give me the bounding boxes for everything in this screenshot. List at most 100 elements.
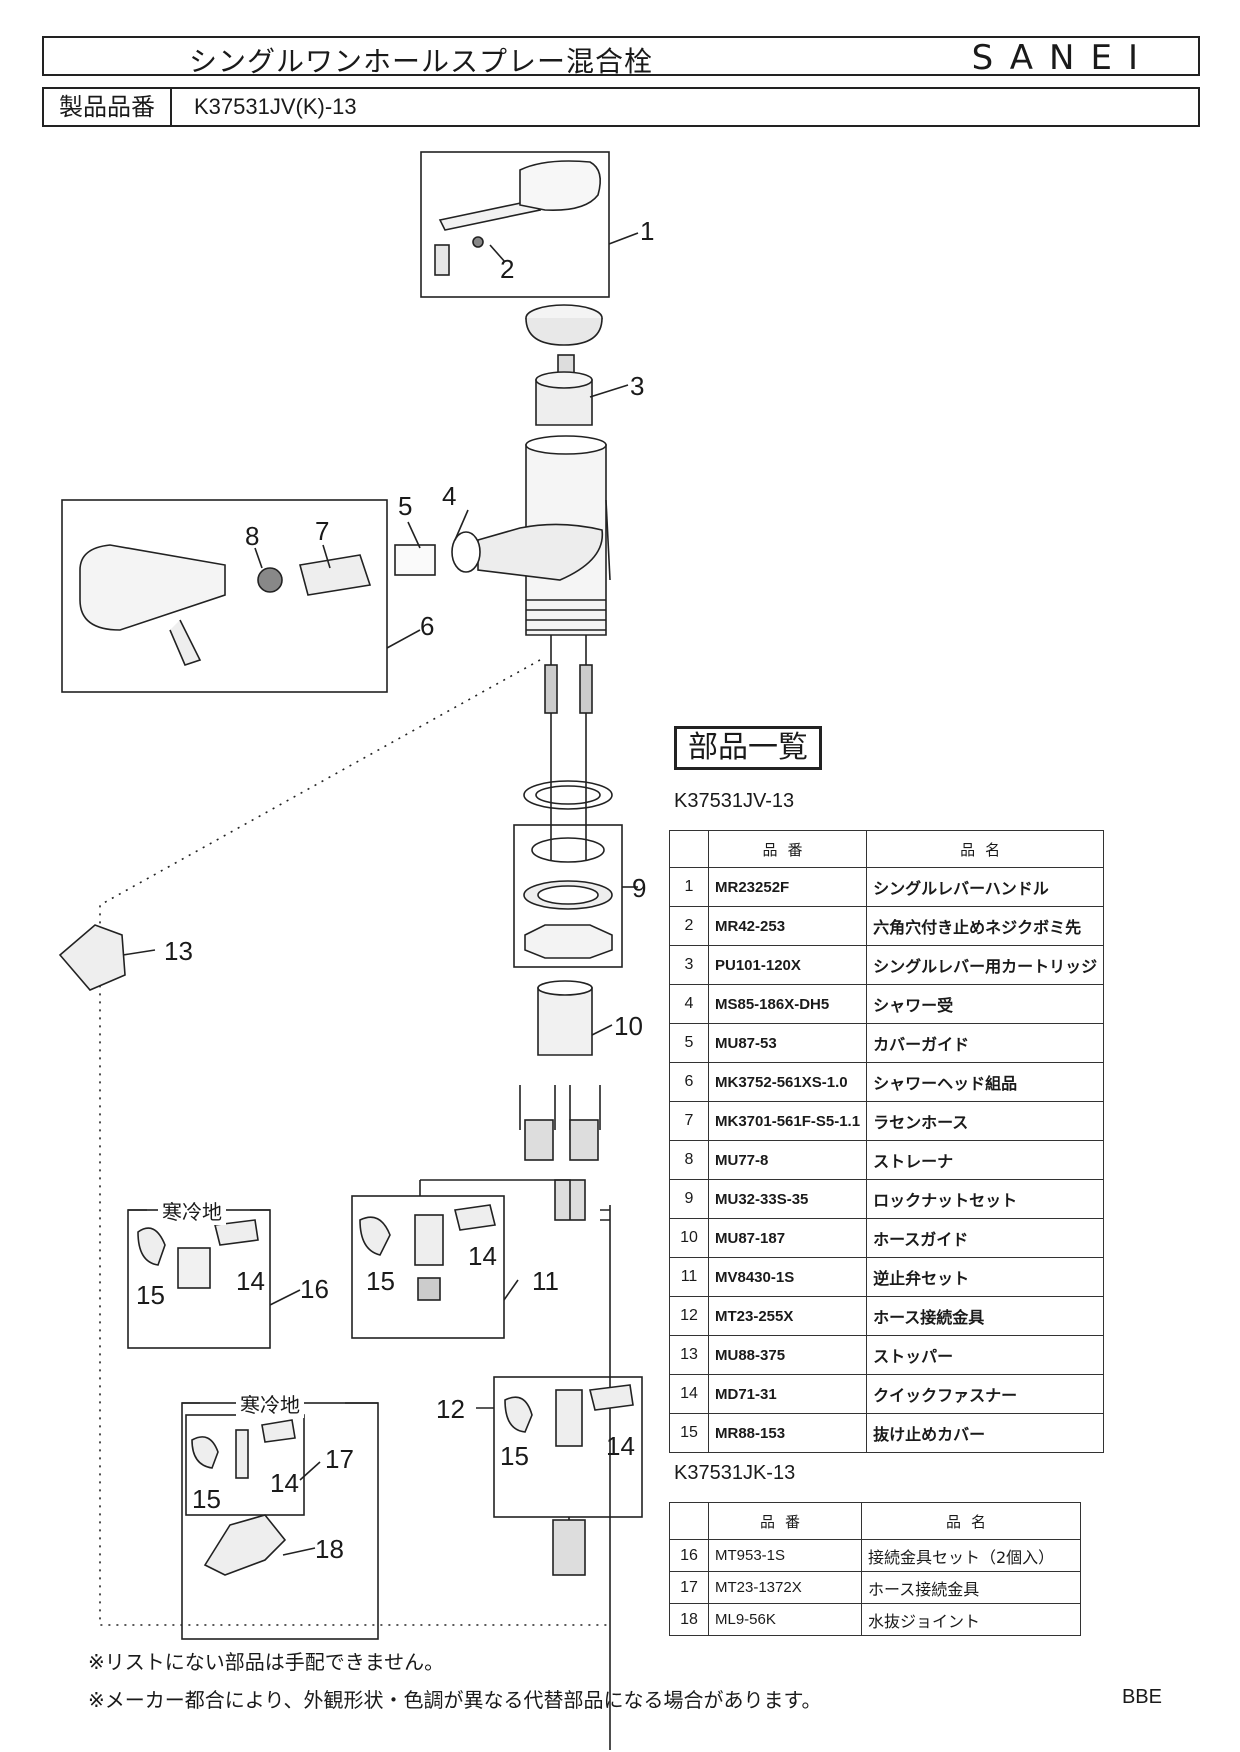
hose-fitting-box xyxy=(493,1376,643,1518)
shower-head-box xyxy=(61,499,388,693)
part-name: 接続金具セット（2個入） xyxy=(861,1539,1081,1572)
part-name: シングルレバーハンドル xyxy=(866,867,1105,907)
callout-4: 4 xyxy=(442,481,456,511)
part-name: ストッパー xyxy=(866,1335,1105,1375)
callout-14c: 14 xyxy=(606,1431,635,1461)
callout-12: 12 xyxy=(436,1394,465,1424)
part-name: 水抜ジョイント xyxy=(861,1603,1081,1636)
part-name: 六角穴付き止めネジクボミ先 xyxy=(866,906,1105,946)
part-number-index: 7 xyxy=(669,1101,709,1141)
part-number-index: 4 xyxy=(669,984,709,1024)
part-number-index: 18 xyxy=(669,1603,709,1636)
callout-16: 16 xyxy=(300,1274,329,1304)
part-name: カバーガイド xyxy=(866,1023,1105,1063)
part-code: MK3752-561XS-1.0 xyxy=(707,1062,868,1102)
part-number-index: 5 xyxy=(669,1023,709,1063)
part-name: 逆止弁セット xyxy=(866,1257,1105,1297)
note-1: ※リストにない部品は手配できません。 xyxy=(88,1650,445,1674)
part-number-index: 12 xyxy=(669,1296,709,1336)
footer-code: BBE xyxy=(1121,1686,1162,1708)
part-number-index: 9 xyxy=(669,1179,709,1219)
part-code: MU77-8 xyxy=(707,1140,868,1180)
callout-1: 1 xyxy=(640,216,654,246)
col-no xyxy=(669,830,709,868)
product-number-value: K37531JV(K)-13 xyxy=(194,94,357,119)
col-code: 品番 xyxy=(708,1502,862,1540)
callout-11: 11 xyxy=(532,1266,559,1296)
part-code: ML9-56K xyxy=(708,1603,862,1636)
callout-6: 6 xyxy=(420,611,434,641)
callout-17: 17 xyxy=(325,1444,354,1474)
part-name: ホース接続金具 xyxy=(861,1571,1081,1604)
check-valve-box xyxy=(351,1195,505,1339)
part-number-index: 8 xyxy=(669,1140,709,1180)
part-code: MV8430-1S xyxy=(707,1257,868,1297)
callout-9: 9 xyxy=(632,873,646,903)
callout-15b: 15 xyxy=(136,1280,165,1310)
brand-logo: SANEI xyxy=(971,38,1154,78)
part-number-index: 14 xyxy=(669,1374,709,1414)
callout-14d: 14 xyxy=(270,1468,299,1498)
part-name: シャワーヘッド組品 xyxy=(866,1062,1105,1102)
part-number-index: 3 xyxy=(669,945,709,985)
part-code: PU101-120X xyxy=(707,945,868,985)
part-number-index: 16 xyxy=(669,1539,709,1572)
title-bar: シングルワンホールスプレー混合栓 SANEI xyxy=(42,36,1200,78)
callout-14a: 14 xyxy=(468,1241,497,1271)
part-name: シングルレバー用カートリッジ xyxy=(866,945,1105,985)
parts-list-title: 部品一覧 xyxy=(674,726,822,770)
part-code: MU87-53 xyxy=(707,1023,868,1063)
callout-3: 3 xyxy=(630,371,644,401)
part-code: MU88-375 xyxy=(707,1335,868,1375)
part-code: MR42-253 xyxy=(707,906,868,946)
callout-13: 13 xyxy=(164,936,193,966)
product-number-bar: 製品品番 K37531JV(K)-13 xyxy=(42,87,1200,127)
callout-14b: 14 xyxy=(236,1266,265,1296)
part-code: MD71-31 xyxy=(707,1374,868,1414)
part-name: ラセンホース xyxy=(866,1101,1105,1141)
col-name: 品名 xyxy=(861,1502,1081,1540)
col-name: 品名 xyxy=(866,830,1105,868)
part-name: 抜け止めカバー xyxy=(866,1413,1105,1453)
part-name: クイックファスナー xyxy=(866,1374,1105,1414)
part-name: シャワー受 xyxy=(866,984,1105,1024)
cold-region-label-1: 寒冷地 xyxy=(158,1196,226,1225)
callout-5: 5 xyxy=(398,491,412,521)
document-title: シングルワンホールスプレー混合栓 xyxy=(189,45,654,78)
product-number-label: 製品品番 xyxy=(44,89,172,125)
part-name: ロックナットセット xyxy=(866,1179,1105,1219)
note-2: ※メーカー都合により、外観形状・色調が異なる代替部品になる場合があります。 xyxy=(88,1688,822,1712)
callout-7: 7 xyxy=(315,516,329,546)
part-number-index: 1 xyxy=(669,867,709,907)
callout-15a: 15 xyxy=(366,1266,395,1296)
part-code: MU87-187 xyxy=(707,1218,868,1258)
callout-8: 8 xyxy=(245,521,259,551)
part-code: MR88-153 xyxy=(707,1413,868,1453)
callout-15c: 15 xyxy=(500,1441,529,1471)
set2-model: K37531JK-13 xyxy=(674,1462,796,1484)
handle-box xyxy=(420,151,610,298)
part-number-index: 11 xyxy=(669,1257,709,1297)
callout-2: 2 xyxy=(500,254,514,284)
part-number-index: 2 xyxy=(669,906,709,946)
callout-15d: 15 xyxy=(192,1484,221,1514)
part-code: MR23252F xyxy=(707,867,868,907)
part-code: MT23-1372X xyxy=(708,1571,862,1604)
